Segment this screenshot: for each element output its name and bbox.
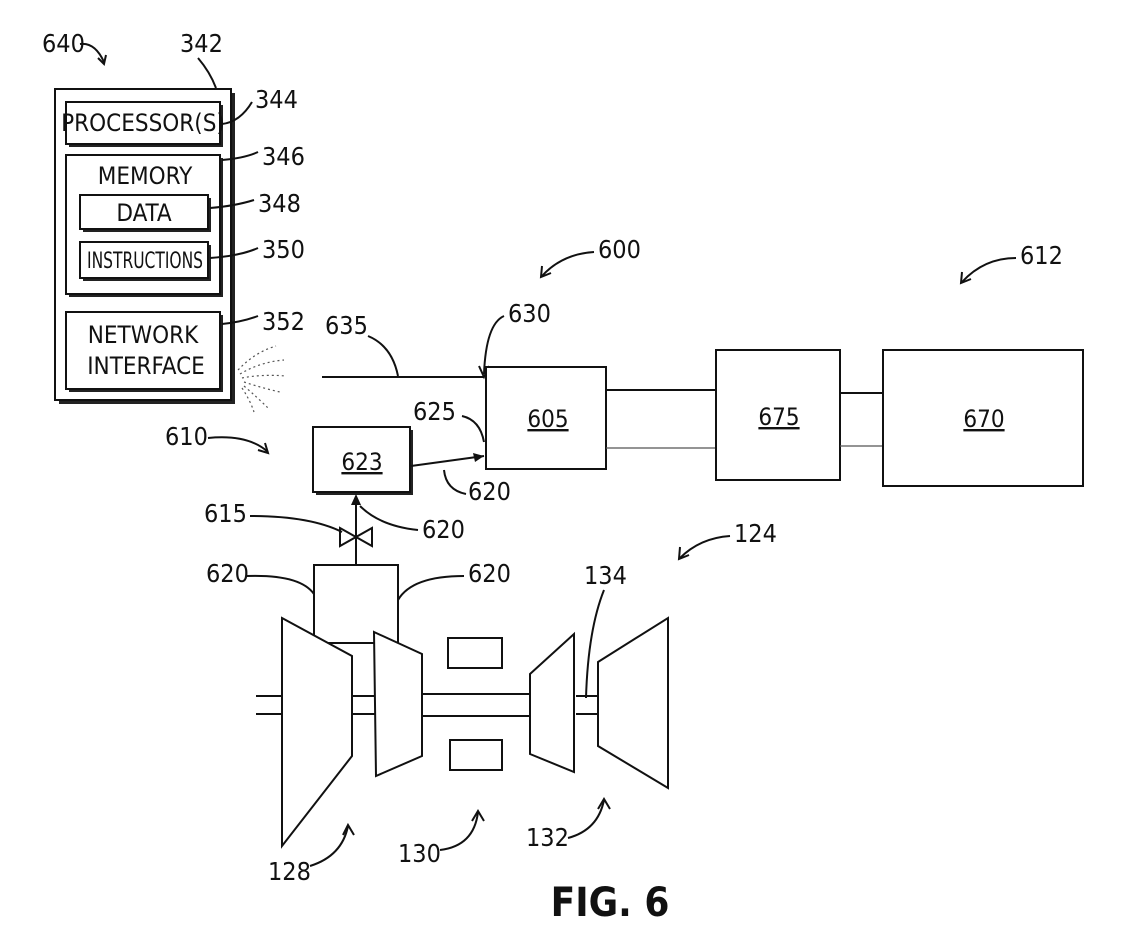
leader-615 [250,516,342,532]
memory-label: MEMORY [98,162,193,190]
leader-630 [484,316,504,374]
engine-group: 124 620 620 134 128 13 [206,519,777,886]
leader-130 [440,812,478,850]
low-pressure-turbine [598,618,668,788]
bleed-manifold [314,565,398,643]
leader-342 [198,58,216,88]
ref-346: 346 [262,142,305,171]
leader-620-c [246,576,314,594]
combustor-bottom [450,740,502,770]
ref-130: 130 [398,839,441,868]
arrowhead-valve-to-623 [351,494,361,505]
ref-610: 610 [165,422,208,451]
leader-620-b [360,506,418,530]
leader-620-a [444,470,466,494]
ref-344: 344 [255,85,298,114]
ref-342: 342 [180,29,223,58]
combustor-top [448,638,502,668]
ref-625: 625 [413,397,456,426]
leader-128 [310,826,348,866]
leader-625 [462,416,484,442]
ref-128: 128 [268,857,311,886]
network-label-line2: INTERFACE [87,352,205,380]
network-label-line1: NETWORK [88,321,199,349]
figure-label: FIG. 6 [551,880,670,926]
ref-350: 350 [262,235,305,264]
high-pressure-turbine [530,634,574,772]
ref-348: 348 [258,189,301,218]
ref-620-a: 620 [468,477,511,506]
ref-620-c: 620 [206,559,249,588]
leader-600 [542,252,594,276]
label-675: 675 [758,403,799,431]
controller-group: 640 342 PROCESSOR(S) 344 MEMORY 346 DATA… [42,29,305,412]
ref-640: 640 [42,29,85,58]
ref-134: 134 [584,561,627,590]
ref-352: 352 [262,307,305,336]
instructions-label: INSTRUCTIONS [87,249,203,274]
high-pressure-compressor [374,632,422,776]
ref-124: 124 [734,519,777,548]
arrowhead-128 [343,825,354,835]
ref-635: 635 [325,311,368,340]
leader-635 [368,336,398,376]
label-670: 670 [963,405,1004,433]
leader-132 [568,800,604,838]
label-605: 605 [527,405,568,433]
ref-612: 612 [1020,241,1063,270]
low-pressure-compressor [282,618,352,846]
wireless-signal-icon [238,346,286,412]
ref-132: 132 [526,823,569,852]
ref-630: 630 [508,299,551,328]
system-group: 600 612 610 635 630 625 605 675 [165,235,1083,565]
arrow-623-to-605 [411,456,484,466]
data-label: DATA [116,199,171,227]
leader-620-d [398,576,464,600]
ref-615: 615 [204,499,247,528]
ref-620-d: 620 [468,559,511,588]
processor-label: PROCESSOR(S) [61,109,225,137]
arrowhead-623-to-605 [473,453,484,462]
ref-600: 600 [598,235,641,264]
label-623: 623 [341,448,382,476]
ref-620-b: 620 [422,515,465,544]
